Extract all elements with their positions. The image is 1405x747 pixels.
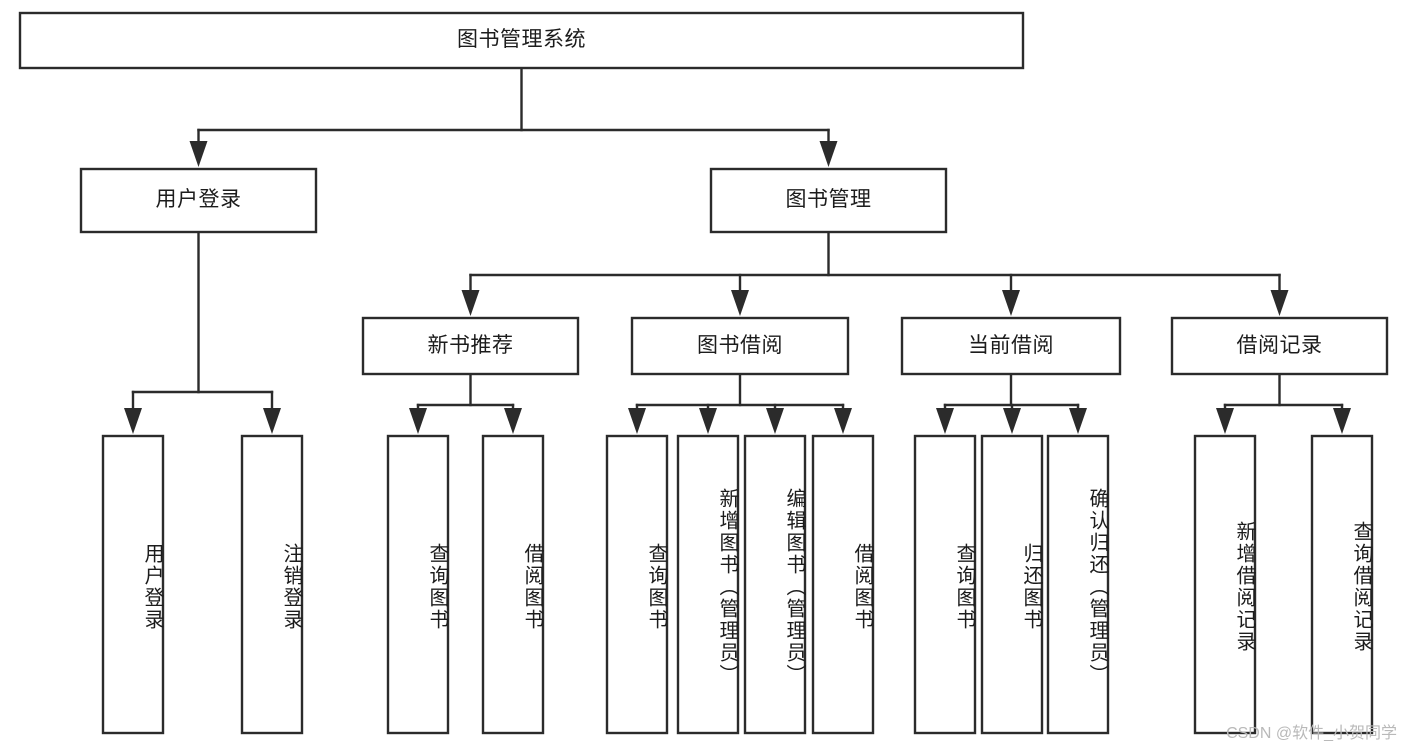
arrow-head-icon — [628, 408, 646, 434]
node-box-leaf-borrow-book-2[interactable] — [811, 434, 875, 735]
watermark-text: CSDN @软件_小贺同学 — [1226, 725, 1397, 742]
arrow-head-icon — [1069, 408, 1087, 434]
arrow-head-icon — [189, 141, 208, 167]
node-box-root[interactable] — [18, 11, 1025, 70]
node-box-leaf-return-book[interactable] — [980, 434, 1044, 735]
node-box-book-borrow[interactable] — [630, 316, 850, 376]
node-box-leaf-logout[interactable] — [240, 434, 304, 735]
arrow-head-icon — [461, 290, 480, 316]
node-box-leaf-borrow-book-1[interactable] — [481, 434, 545, 735]
arrow-head-icon — [1216, 408, 1234, 434]
arrow-head-icon — [124, 408, 142, 434]
node-box-leaf-add-record[interactable] — [1193, 434, 1257, 735]
node-box-leaf-user-login[interactable] — [101, 434, 165, 735]
arrow-head-icon — [1002, 290, 1020, 316]
arrow-head-icon — [699, 408, 717, 434]
node-box-leaf-query-book-3[interactable] — [913, 434, 977, 735]
arrow-head-icon — [504, 408, 522, 434]
node-box-leaf-confirm-return[interactable] — [1046, 434, 1110, 735]
arrow-head-icon — [409, 408, 427, 434]
arrow-head-icon — [731, 290, 749, 316]
node-box-book-manage[interactable] — [709, 167, 948, 234]
node-box-leaf-query-book-2[interactable] — [605, 434, 669, 735]
node-box-user-login[interactable] — [79, 167, 318, 234]
connector-layer — [124, 66, 1351, 434]
arrow-head-icon — [1333, 408, 1351, 434]
node-box-leaf-query-record[interactable] — [1310, 434, 1374, 735]
node-box-leaf-query-book-1[interactable] — [386, 434, 450, 735]
node-box-leaf-edit-book[interactable] — [743, 434, 807, 735]
arrow-head-icon — [834, 408, 852, 434]
arrow-head-icon — [936, 408, 954, 434]
arrow-head-icon — [819, 141, 838, 167]
node-box-borrow-record[interactable] — [1170, 316, 1389, 376]
node-box-new-book-rec[interactable] — [361, 316, 580, 376]
arrow-head-icon — [263, 408, 281, 434]
node-box-current-borrow[interactable] — [900, 316, 1122, 376]
node-box-leaf-add-book[interactable] — [676, 434, 740, 735]
arrow-head-icon — [1003, 408, 1021, 434]
arrow-head-icon — [1270, 290, 1289, 316]
box-layer — [18, 11, 1389, 735]
arrow-head-icon — [766, 408, 784, 434]
